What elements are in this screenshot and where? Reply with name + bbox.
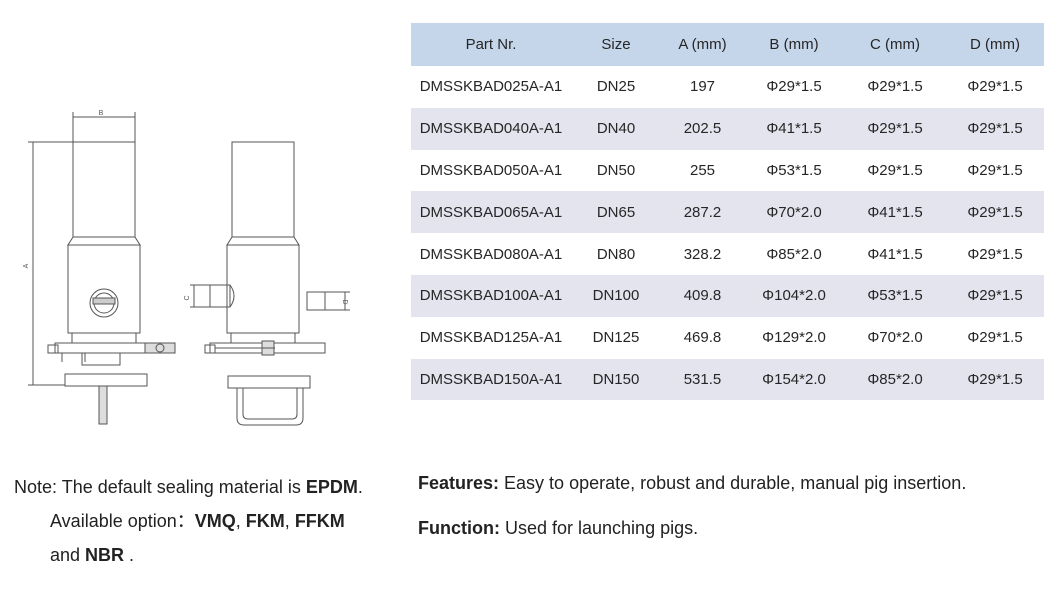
cell-b: Φ129*2.0 bbox=[744, 316, 844, 359]
note-prefix: Note: The default sealing material is bbox=[14, 477, 306, 497]
note-sep: , bbox=[235, 511, 246, 531]
cell-c: Φ41*1.5 bbox=[844, 191, 946, 234]
note-default-material: EPDM bbox=[305, 477, 358, 497]
table-row: DMSSKBAD100A-A1 DN100 409.8 Φ104*2.0 Φ53… bbox=[411, 274, 1044, 317]
cell-d: Φ29*1.5 bbox=[946, 316, 1044, 359]
cell-c: Φ85*2.0 bbox=[844, 358, 946, 401]
cell-a: 469.8 bbox=[661, 316, 744, 359]
dim-label-d: D bbox=[341, 299, 348, 304]
col-header-a: A (mm) bbox=[661, 23, 744, 66]
option-vmq: VMQ bbox=[194, 511, 236, 531]
cell-d: Φ29*1.5 bbox=[946, 149, 1044, 192]
cell-size: DN150 bbox=[571, 358, 661, 401]
function-text: Used for launching pigs. bbox=[499, 518, 699, 538]
cell-part: DMSSKBAD065A-A1 bbox=[411, 191, 571, 234]
cell-a: 531.5 bbox=[661, 358, 744, 401]
col-header-part: Part Nr. bbox=[411, 23, 571, 66]
cell-c: Φ70*2.0 bbox=[844, 316, 946, 359]
cell-size: DN100 bbox=[571, 274, 661, 317]
cell-part: DMSSKBAD025A-A1 bbox=[411, 66, 571, 108]
cell-d: Φ29*1.5 bbox=[946, 274, 1044, 317]
features-line: Features: Easy to operate, robust and du… bbox=[418, 470, 966, 496]
option-fkm: FKM bbox=[245, 511, 285, 531]
cell-c: Φ29*1.5 bbox=[844, 107, 946, 150]
cell-b: Φ29*1.5 bbox=[744, 66, 844, 108]
table-row: DMSSKBAD125A-A1 DN125 469.8 Φ129*2.0 Φ70… bbox=[411, 316, 1044, 359]
cell-d: Φ29*1.5 bbox=[946, 358, 1044, 401]
cell-c: Φ29*1.5 bbox=[844, 149, 946, 192]
col-header-b: B (mm) bbox=[744, 23, 844, 66]
cell-size: DN25 bbox=[571, 66, 661, 108]
cell-b: Φ70*2.0 bbox=[744, 191, 844, 234]
table-row: DMSSKBAD050A-A1 DN50 255 Φ53*1.5 Φ29*1.5… bbox=[411, 149, 1044, 192]
cell-size: DN80 bbox=[571, 233, 661, 275]
cell-part: DMSSKBAD050A-A1 bbox=[411, 149, 571, 192]
function-label: Function: bbox=[418, 518, 500, 538]
cell-c: Φ53*1.5 bbox=[844, 274, 946, 317]
table-row: DMSSKBAD025A-A1 DN25 197 Φ29*1.5 Φ29*1.5… bbox=[411, 66, 1044, 108]
note-end: . bbox=[124, 545, 135, 565]
col-header-c: C (mm) bbox=[844, 23, 946, 66]
side-view bbox=[190, 141, 350, 426]
dim-label-b: B bbox=[99, 110, 104, 117]
table-row: DMSSKBAD150A-A1 DN150 531.5 Φ154*2.0 Φ85… bbox=[411, 358, 1044, 401]
col-header-d: D (mm) bbox=[946, 23, 1044, 66]
sealing-note: Note: The default sealing material is EP… bbox=[14, 470, 399, 572]
cell-a: 197 bbox=[661, 66, 744, 108]
cell-d: Φ29*1.5 bbox=[946, 233, 1044, 275]
cell-d: Φ29*1.5 bbox=[946, 191, 1044, 234]
cell-a: 287.2 bbox=[661, 191, 744, 234]
cell-size: DN125 bbox=[571, 316, 661, 359]
table-row: DMSSKBAD040A-A1 DN40 202.5 Φ41*1.5 Φ29*1… bbox=[411, 107, 1044, 150]
cell-a: 255 bbox=[661, 149, 744, 192]
table-header-row: Part Nr. Size A (mm) B (mm) C (mm) D (mm… bbox=[411, 23, 1044, 66]
cell-d: Φ29*1.5 bbox=[946, 107, 1044, 150]
note-last-line: and NBR . bbox=[14, 538, 399, 572]
option-nbr: NBR bbox=[85, 545, 125, 565]
cell-c: Φ29*1.5 bbox=[844, 66, 946, 108]
note-period: . bbox=[357, 477, 363, 497]
note-available-label: Available option： bbox=[50, 511, 195, 531]
cell-a: 409.8 bbox=[661, 274, 744, 317]
cell-b: Φ154*2.0 bbox=[744, 358, 844, 401]
cell-size: DN65 bbox=[571, 191, 661, 234]
dim-label-c: C bbox=[184, 295, 191, 300]
function-line: Function: Used for launching pigs. bbox=[418, 515, 698, 541]
technical-drawing: B A C D bbox=[23, 110, 350, 426]
note-options-line: Available option：VMQ, FKM, FFKM bbox=[14, 504, 399, 538]
cell-a: 328.2 bbox=[661, 233, 744, 275]
table-row: DMSSKBAD080A-A1 DN80 328.2 Φ85*2.0 Φ41*1… bbox=[411, 233, 1044, 275]
table-row: DMSSKBAD065A-A1 DN65 287.2 Φ70*2.0 Φ41*1… bbox=[411, 191, 1044, 234]
features-label: Features: bbox=[418, 473, 500, 493]
cell-a: 202.5 bbox=[661, 107, 744, 150]
cell-b: Φ53*1.5 bbox=[744, 149, 844, 192]
cell-part: DMSSKBAD125A-A1 bbox=[411, 316, 571, 359]
option-ffkm: FFKM bbox=[294, 511, 345, 531]
dim-label-a: A bbox=[23, 263, 30, 268]
cell-b: Φ104*2.0 bbox=[744, 274, 844, 317]
cell-b: Φ41*1.5 bbox=[744, 107, 844, 150]
note-and: and bbox=[50, 545, 86, 565]
cell-part: DMSSKBAD100A-A1 bbox=[411, 274, 571, 317]
note-sep: , bbox=[284, 511, 295, 531]
cell-part: DMSSKBAD040A-A1 bbox=[411, 107, 571, 150]
cell-d: Φ29*1.5 bbox=[946, 66, 1044, 108]
cell-part: DMSSKBAD080A-A1 bbox=[411, 233, 571, 275]
front-view bbox=[28, 112, 176, 425]
col-header-size: Size bbox=[571, 23, 661, 66]
features-text: Easy to operate, robust and durable, man… bbox=[499, 473, 967, 493]
cell-part: DMSSKBAD150A-A1 bbox=[411, 358, 571, 401]
cell-size: DN40 bbox=[571, 107, 661, 150]
cell-size: DN50 bbox=[571, 149, 661, 192]
cell-b: Φ85*2.0 bbox=[744, 233, 844, 275]
spec-table: Part Nr. Size A (mm) B (mm) C (mm) D (mm… bbox=[411, 23, 1044, 401]
cell-c: Φ41*1.5 bbox=[844, 233, 946, 275]
